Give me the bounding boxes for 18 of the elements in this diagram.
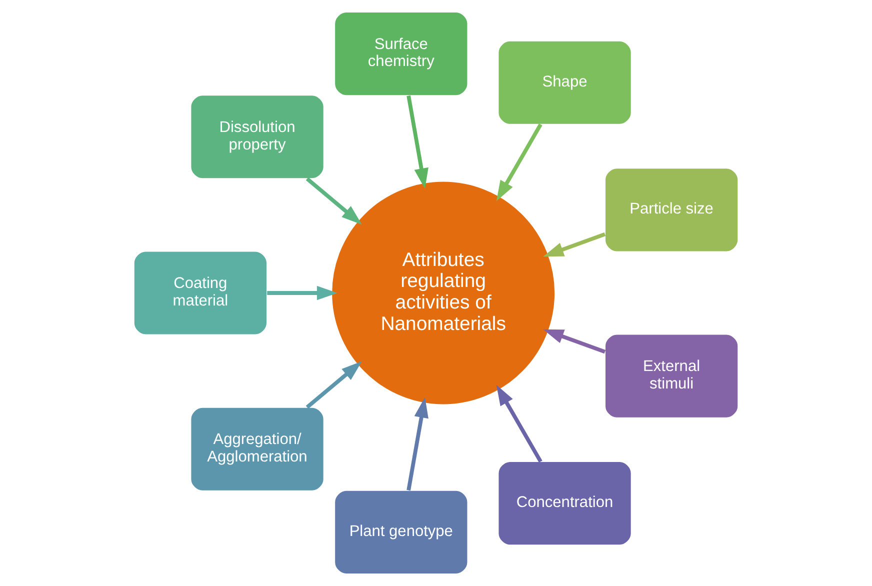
arrow [543,329,606,354]
node-box: Surface chemistry [334,12,468,96]
arrow [543,232,606,257]
node-box: External stimuli [604,334,739,418]
node-box: Coating material [133,250,268,336]
arrow [496,123,542,202]
arrow [406,95,428,189]
arrow [496,384,542,463]
node-box: Aggregation/ Agglomeration [190,406,324,492]
node-box: Particle size [604,168,739,252]
arrow [306,361,362,409]
node-box: Concentration [498,461,632,546]
node-box: Shape [498,40,632,125]
node-box: Dissolution property [190,94,324,180]
arrow [306,177,362,225]
arrow [267,286,338,300]
node-box: Plant genotype [334,490,468,574]
arrow [406,397,428,491]
